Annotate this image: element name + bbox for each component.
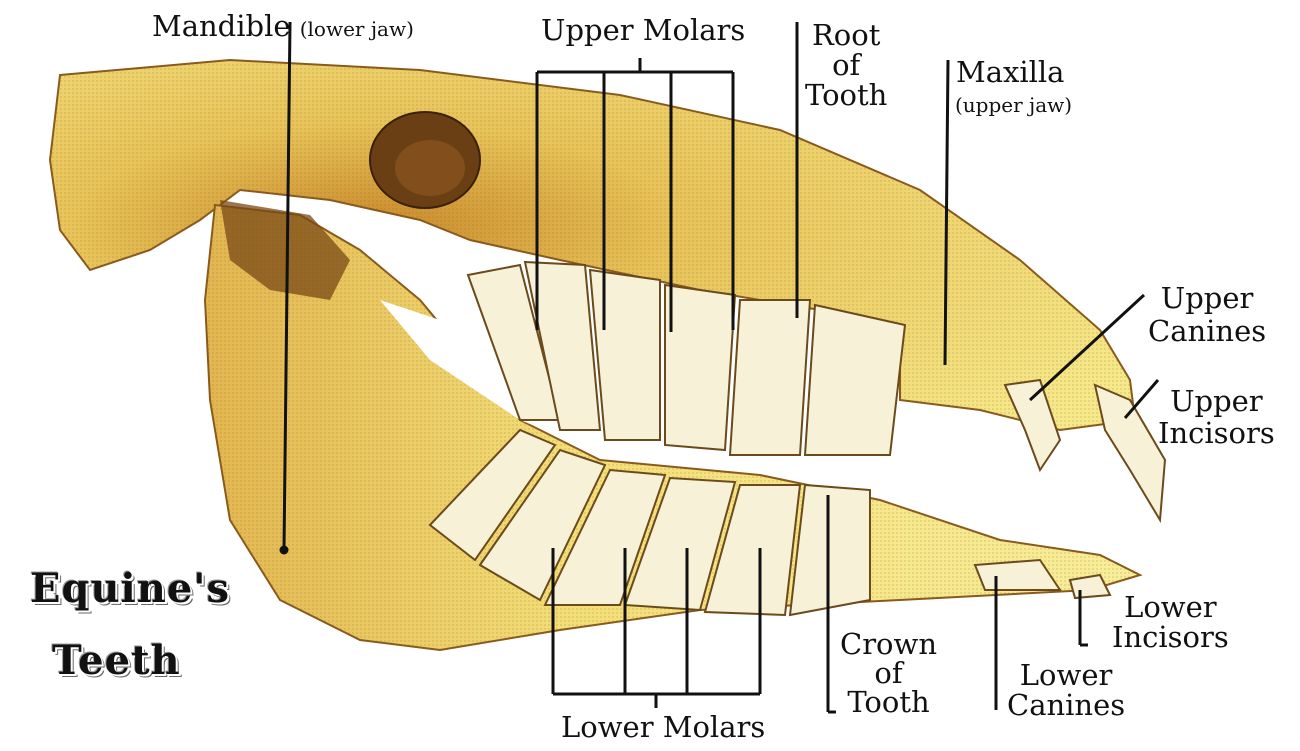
label-maxilla-sub: (upper jaw)	[955, 93, 1073, 117]
label-maxilla: Maxilla	[956, 55, 1065, 89]
label-mandible: Mandible (lower jaw)	[152, 12, 414, 41]
label-lower-incisors: Lower Incisors	[1112, 590, 1229, 654]
mandible-text: Mandible	[152, 9, 291, 43]
label-crown-of-tooth: Crown of Tooth	[840, 627, 938, 719]
label-lower-canines: Lower Canines	[1007, 658, 1126, 722]
label-upper-incisors: Upper Incisors	[1158, 384, 1275, 450]
title-line-2: Teeth	[52, 637, 181, 684]
label-lower-molars: Lower Molars	[561, 710, 766, 744]
front-teeth	[973, 378, 1167, 600]
upper-molars-teeth	[466, 260, 907, 456]
leader-lines	[279, 21, 1160, 714]
label-root-of-tooth: Root of Tooth	[805, 18, 888, 112]
label-upper-molars: Upper Molars	[541, 13, 746, 47]
title-line-1: Equine's	[30, 565, 231, 612]
lower-molars-teeth	[428, 428, 871, 617]
mandible-subtext: (lower jaw)	[299, 17, 414, 41]
label-upper-canines: Upper Canines	[1148, 281, 1267, 348]
